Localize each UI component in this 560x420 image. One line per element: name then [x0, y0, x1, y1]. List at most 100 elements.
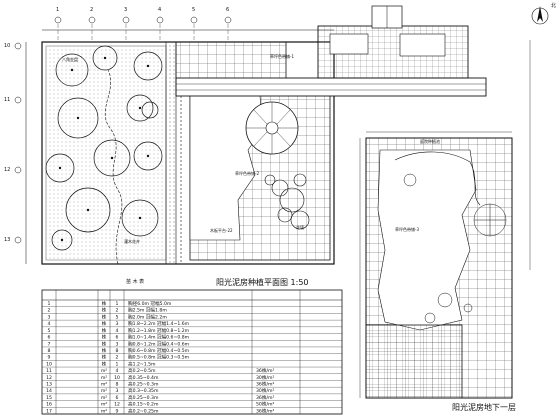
lower-small-stair [473, 203, 507, 237]
table-cell-qty: 5 [116, 314, 119, 320]
table-cell-qty: 1 [116, 301, 119, 307]
table-cell-qty: 3 [116, 388, 119, 394]
table-cell-qty: 2 [116, 355, 119, 361]
callout-mix-c: 花境 [296, 225, 304, 230]
table-cell-unit: 株 [102, 320, 107, 327]
table-title: 苗 木 表 [126, 279, 145, 285]
table-cell-unit: 株 [102, 360, 107, 367]
lower-plan [359, 131, 513, 399]
spiral-staircase [245, 101, 299, 155]
table-cell-spec: 胸1.2~1.8m 冠幅0.8~1.2m [128, 327, 190, 334]
grid-number-top-3: 3 [124, 7, 128, 13]
plant-table: 1 株 1 胸径6.0m 冠幅5.0m 2 株 2 胸2.5m 冠幅1.8m 3 株 5 胸2.0m … [41, 289, 343, 415]
table-cell-spec: 胸0.6~0.8m 冠幅0.4~0.5m [128, 347, 190, 354]
callout-lawn-c: 草坪色带铺-3 [395, 227, 419, 232]
table-cell-spec: 高0.35~0.4m [128, 374, 159, 381]
table-cell-spec: 高1.2~1.5m [128, 360, 156, 367]
callout-planter: 庭院种植池 [420, 139, 440, 144]
grid-number-top-4: 4 [158, 7, 162, 13]
table-cell-qty: 4 [116, 328, 119, 334]
table-cell-no: 8 [48, 348, 51, 354]
grid-number-left-11: 11 [4, 97, 11, 103]
table-cell-spec: 高0.15~0.2m [128, 401, 159, 408]
callout-mix-b: 灌木花卉 [124, 239, 140, 244]
table-cell-qty: 9 [116, 408, 119, 414]
table-cell-no: 14 [46, 388, 52, 394]
table-cell-no: 10 [46, 361, 52, 367]
plan-main-title: 阳光泥房种植平面图 1:50 [216, 278, 309, 287]
table-cell-unit: 株 [102, 334, 107, 341]
table-cell-spec: 胸0.8~1.2m 冠幅0.4~0.6m [128, 340, 190, 347]
shrub-cluster [264, 173, 310, 230]
plan-lower-title: 阳光泥房地下一层 [452, 403, 516, 412]
table-cell-qty: 8 [116, 348, 119, 354]
table-cell-spec: 胸1.8~2.2m 冠幅1.4~1.6m [128, 320, 190, 327]
table-cell-no: 9 [48, 355, 51, 361]
left-planting-bed [45, 45, 167, 261]
table-cell-unit: 株 [102, 340, 107, 347]
lower-lawn [377, 149, 477, 331]
table-cell-density: 30株/m² [256, 387, 274, 394]
table-cell-qty: 12 [114, 402, 120, 408]
table-cell-qty: 2 [116, 308, 119, 314]
callout-mix-a: 八角金盘 [62, 57, 78, 62]
table-cell-no: 11 [46, 368, 52, 374]
table-cell-no: 5 [48, 328, 51, 334]
table-cell-spec: 胸2.5m 冠幅1.8m [128, 307, 167, 314]
grid-number-top-2: 2 [90, 7, 94, 13]
table-cell-no: 7 [48, 341, 51, 347]
grid-number-top-1: 1 [56, 7, 60, 13]
table-cell-unit: m² [101, 369, 107, 374]
table-cell-unit: 株 [102, 327, 107, 334]
table-cell-unit: 株 [102, 354, 107, 361]
north-label: 北 [551, 3, 557, 9]
lower-planting-edge [394, 151, 481, 206]
grid-number-top-6: 6 [226, 7, 230, 13]
table-cell-no: 17 [46, 408, 52, 414]
table-cell-spec: 高0.25~0.3m [128, 381, 159, 388]
table-cell-unit: 株 [102, 307, 107, 314]
table-cell-spec: 高0.3~0.35m [128, 387, 159, 394]
grid-number-left-10: 10 [4, 43, 11, 49]
north-arrow-icon [531, 6, 549, 25]
grid-number-top-5: 5 [192, 7, 196, 13]
table-cell-qty: 3 [116, 341, 119, 347]
table-cell-density: 36株/m² [256, 381, 274, 388]
table-rows: 1 株 1 胸径6.0m 冠幅5.0m 2 株 2 胸2.5m 冠幅1.8m 3 株 5 胸2.0m … [42, 300, 342, 414]
table-cell-no: 13 [46, 382, 52, 388]
table-cell-density: 36株/m² [256, 407, 274, 414]
callout-deck: 木板平台-22 [210, 228, 233, 233]
table-cell-spec: 高0.2~0.25m [128, 407, 159, 414]
table-cell-unit: m² [101, 376, 107, 381]
table-cell-unit: m² [101, 396, 107, 401]
table-cell-spec: 胸径6.0m 冠幅5.0m [128, 300, 172, 307]
lower-shrubs [403, 173, 473, 324]
grid-number-left-12: 12 [4, 167, 11, 173]
column-strip [165, 41, 177, 265]
table-cell-density: 50株/m² [256, 401, 274, 408]
table-cell-no: 1 [48, 301, 51, 307]
table-cell-unit: 株 [102, 347, 107, 354]
table-cell-no: 12 [46, 375, 52, 381]
table-cell-unit: m² [101, 389, 107, 394]
table-cell-no: 3 [48, 314, 51, 320]
table-cell-no: 6 [48, 335, 51, 341]
tree-canopies [45, 45, 163, 251]
table-cell-qty: 6 [116, 335, 119, 341]
table-cell-unit: 株 [102, 313, 107, 320]
table-cell-unit: m² [101, 409, 107, 414]
table-cell-no: 15 [46, 395, 52, 401]
main-plan [14, 5, 487, 265]
table-cell-spec: 高0.25~0.3m [128, 394, 159, 401]
table-cell-unit: m² [101, 383, 107, 388]
table-cell-qty: 1 [116, 361, 119, 367]
table-cell-density: 30株/m² [256, 374, 274, 381]
table-cell-qty: 8 [116, 382, 119, 388]
garden-path [104, 69, 123, 265]
corridor [175, 77, 487, 97]
table-cell-spec: 胸1.0~1.4m 冠幅0.6~0.8m [128, 334, 190, 341]
table-cell-no: 16 [46, 402, 52, 408]
table-cell-no: 4 [48, 321, 51, 327]
table-cell-spec: 胸2.0m 冠幅2.2m [128, 313, 167, 320]
